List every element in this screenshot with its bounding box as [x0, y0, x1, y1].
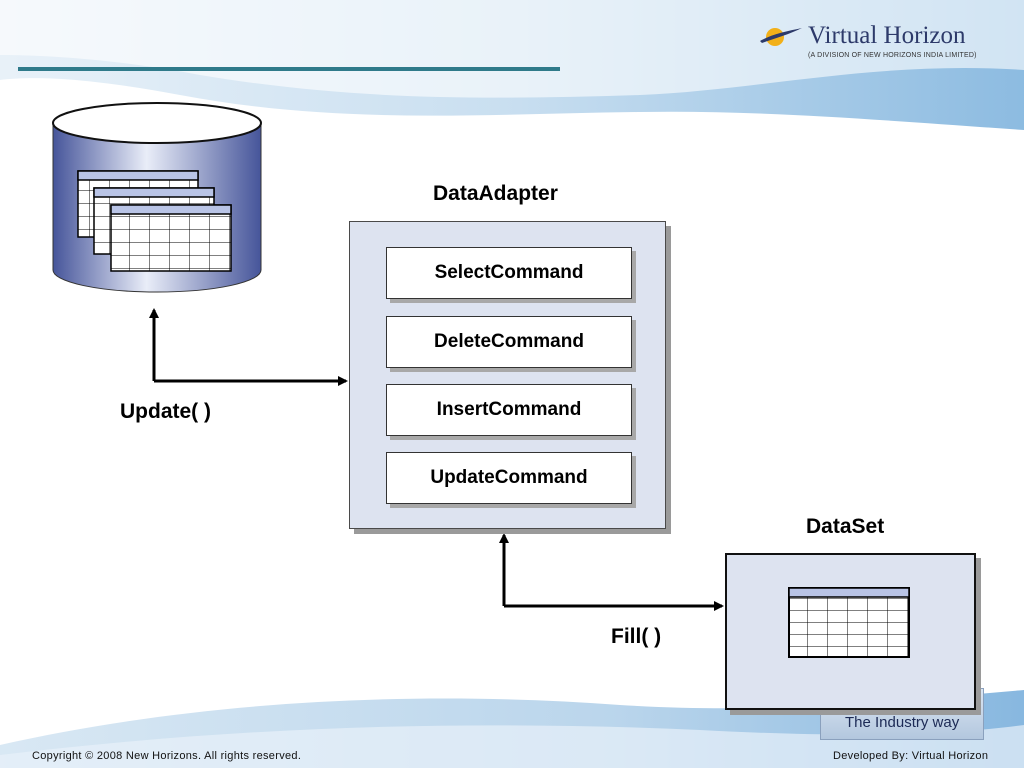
delete-command-box: DeleteCommand: [386, 316, 632, 368]
select-command-box: SelectCommand: [386, 247, 632, 299]
update-command-box: UpdateCommand: [386, 452, 632, 504]
update-label: Update( ): [120, 400, 211, 423]
copyright-text: Copyright © 2008 New Horizons. All right…: [32, 750, 302, 762]
database-icon: [52, 102, 262, 293]
logo-subtitle: (A DIVISION OF NEW HORIZONS INDIA LIMITE…: [808, 52, 977, 59]
data-adapter-title: DataAdapter: [433, 182, 558, 205]
developed-by-text: Developed By: Virtual Horizon: [833, 750, 989, 762]
tagline-text: The Industry way: [845, 714, 960, 731]
table-stack: [77, 170, 232, 272]
logo-name: Virtual Horizon: [808, 22, 966, 49]
insert-command-box: InsertCommand: [386, 384, 632, 436]
dataset-table-icon: [788, 587, 910, 658]
fill-label: Fill( ): [611, 625, 662, 648]
dataset-title: DataSet: [806, 515, 885, 538]
sun-logo-icon: [760, 28, 802, 46]
